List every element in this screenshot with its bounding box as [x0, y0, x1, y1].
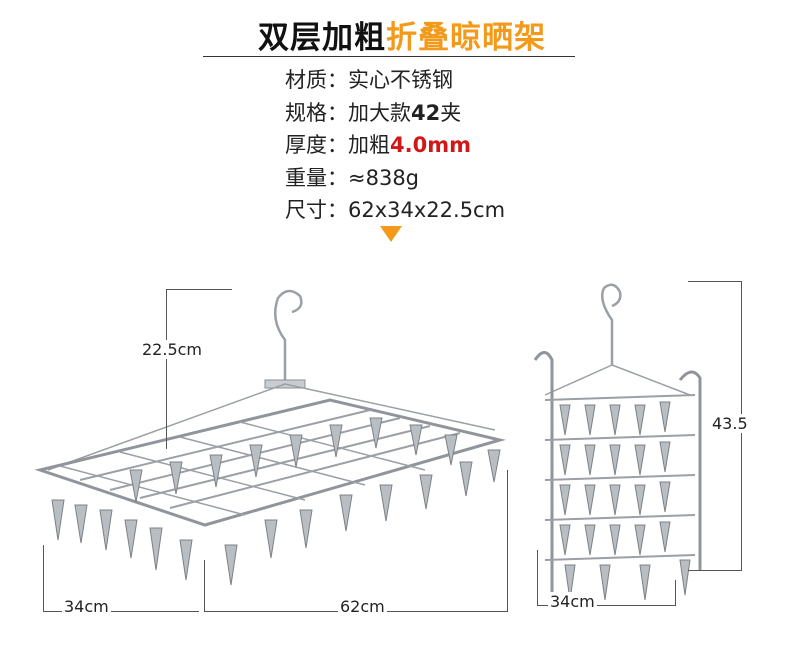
hanger-rack-flat — [34, 289, 506, 527]
spec-label: 重量： — [285, 165, 348, 190]
title-underline — [203, 56, 575, 57]
down-arrow-icon — [380, 226, 402, 242]
dim-label-width-left: 62cm — [338, 597, 387, 616]
spec-value: 加大款 — [348, 100, 411, 125]
dim-label-height-right: 43.5 — [710, 414, 750, 433]
dim-label-depth-left: 34cm — [62, 597, 111, 616]
spec-value: 实心不锈钢 — [348, 68, 453, 92]
dim-height-left-vertical — [166, 289, 167, 449]
dim-label-depth-right: 34cm — [548, 592, 597, 611]
dim-height-right-bottom — [688, 570, 742, 571]
spec-value-suffix: 夹 — [440, 100, 462, 125]
dim-depth-right-vertical-a — [537, 550, 538, 606]
spec-label: 厚度： — [285, 133, 348, 157]
spec-label: 尺寸： — [285, 198, 348, 222]
dim-width-left-vertical-a — [204, 560, 205, 612]
dim-depth-right-vertical-b — [675, 580, 676, 606]
dim-depth-right-horizontal — [537, 605, 676, 606]
dim-depth-left-horizontal — [43, 611, 199, 612]
title-part-2: 折叠晾晒架 — [386, 20, 546, 56]
dim-height-right-top — [688, 281, 742, 282]
clips-right — [559, 401, 691, 601]
spec-thickness: 厚度：加粗4.0mm — [285, 129, 505, 162]
dim-height-left-top — [166, 289, 232, 290]
spec-value-highlight: 4.0mm — [390, 133, 471, 157]
page-title: 双层加粗折叠晾晒架 — [0, 12, 804, 57]
spec-value: ≈838g — [348, 165, 420, 190]
dim-label-height-left: 22.5cm — [140, 340, 205, 359]
spec-value: 62x34x22.5cm — [348, 198, 506, 222]
dim-depth-left-vertical — [43, 545, 44, 612]
spec-label: 材质： — [285, 68, 348, 92]
spec-value: 加粗 — [348, 133, 390, 157]
spec-material: 材质：实心不锈钢 — [285, 64, 505, 97]
dim-width-left-vertical-b — [507, 470, 508, 612]
spec-value-bold: 42 — [411, 100, 441, 125]
hanger-rack-folded — [533, 283, 702, 600]
spec-label: 规格： — [285, 100, 348, 125]
clips-left — [51, 417, 501, 586]
title-part-1: 双层加粗 — [258, 20, 386, 56]
spec-size-model: 规格：加大款42夹 — [285, 97, 505, 130]
spec-weight: 重量：≈838g — [285, 162, 505, 195]
spec-dimensions: 尺寸：62x34x22.5cm — [285, 194, 505, 227]
spec-list: 材质：实心不锈钢 规格：加大款42夹 厚度：加粗4.0mm 重量：≈838g 尺… — [285, 64, 505, 227]
